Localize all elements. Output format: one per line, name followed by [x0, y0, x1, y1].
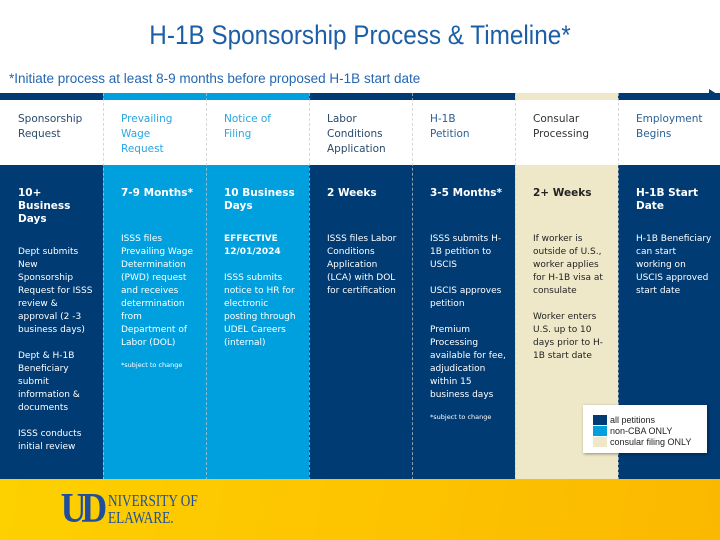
step-description: H-1B Beneficiary can start working on US… [636, 234, 712, 296]
step-description: EFFECTIVE 12/01/2024 [224, 234, 281, 257]
step-duration: H-1B Start Date [636, 187, 698, 212]
column-divider [515, 93, 516, 480]
step-body: 7-9 Months* ISSS files Prevailing Wage De… [103, 165, 206, 480]
column-strip [0, 93, 103, 100]
step-description: ISSS files Prevailing Wage Determination… [121, 234, 194, 348]
step-description: ISSS conducts initial review [18, 429, 82, 452]
footnote: *subject to change [430, 413, 492, 421]
step-description: If worker is outside of U.S., worker app… [533, 234, 603, 296]
swatch-blue [593, 425, 607, 436]
column-strip [412, 93, 515, 100]
column-strip [206, 93, 309, 100]
step-description: Worker enters U.S. up to 10 days prior t… [533, 312, 603, 361]
step-duration: 2 Weeks [327, 187, 377, 199]
step-description: ISSS submits H-1B petition to USCIS [430, 234, 502, 270]
step-body: 3-5 Months* ISSS submits H-1B petition to… [412, 165, 515, 480]
subtitle: *Initiate process at least 8-9 months be… [9, 71, 421, 86]
column-divider [309, 93, 310, 480]
column-strip [515, 93, 618, 100]
legend-item: consular filing ONLY [593, 436, 707, 447]
column-h-1b-petition: H-1B Petition 3-5 Months* ISSS submits H-1… [412, 93, 515, 480]
column-prevailing-wage-request: Prevailing Wage Request 7-9 Months* ISSS f… [103, 93, 206, 480]
step-title: Prevailing Wage Request [103, 100, 206, 165]
legend-item: non-CBA ONLY [593, 425, 707, 436]
swatch-navy [593, 414, 607, 425]
column-divider [412, 93, 413, 480]
step-description: Dept submits New Sponsorship Request for… [18, 247, 93, 335]
step-description: Dept & H-1B Beneficiary submit informati… [18, 351, 80, 413]
step-title: Sponsorship Request [0, 100, 103, 165]
step-duration: 10 Business Days [224, 187, 295, 212]
step-duration: 3-5 Months* [430, 187, 502, 199]
step-description: ISSS submits notice to HR for electronic… [224, 273, 296, 348]
step-duration: 10+ Business Days [18, 187, 71, 225]
legend-label: non-CBA ONLY [610, 425, 673, 436]
legend-label: consular filing ONLY [610, 436, 692, 447]
column-strip [103, 93, 206, 100]
column-strip [309, 93, 412, 100]
step-description: USCIS approves petition [430, 286, 502, 309]
step-duration: 2+ Weeks [533, 187, 592, 199]
legend: all petitions non-CBA ONLY consular fili… [583, 405, 707, 453]
column-divider [206, 93, 207, 480]
legend-label: all petitions [610, 414, 656, 425]
swatch-cream [593, 436, 607, 447]
legend-item: all petitions [593, 414, 707, 425]
footnote: *subject to change [121, 361, 183, 369]
step-title: Consular Processing [515, 100, 618, 165]
column-divider [618, 93, 619, 480]
page-title: H-1B Sponsorship Process & Timeline* [149, 20, 571, 50]
step-duration: 7-9 Months* [121, 187, 193, 199]
column-divider [103, 93, 104, 480]
step-description: ISSS files Labor Conditions Application … [327, 234, 397, 296]
step-title: Employment Begins [618, 100, 720, 165]
step-description: Premium Processing available for fee, ad… [430, 325, 506, 400]
step-title: Notice of Filing [206, 100, 309, 165]
column-strip [618, 93, 720, 100]
step-title: Labor Conditions Application [309, 100, 412, 165]
step-title: H-1B Petition [412, 100, 515, 165]
